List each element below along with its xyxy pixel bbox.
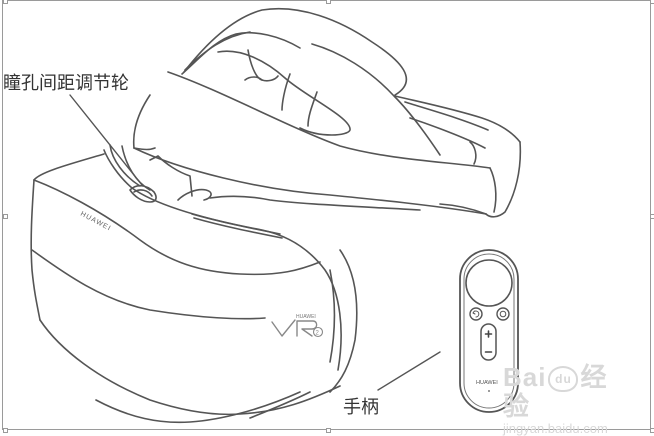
- vr-logo-brand: HUAWEI: [296, 314, 316, 320]
- controller-label: 手柄: [343, 397, 379, 418]
- ipd-wheel: [129, 184, 157, 203]
- nose-bridge: [149, 155, 212, 201]
- controller: HUAWEI: [459, 249, 519, 413]
- watermark-bai: Bai: [503, 362, 547, 392]
- plus-icon: [484, 330, 493, 338]
- resize-handle-middle-right[interactable]: [650, 214, 654, 219]
- vr-logo-version: 2: [316, 331, 320, 337]
- goggle-body: [30, 144, 358, 424]
- resize-handle-middle-left[interactable]: [3, 214, 8, 219]
- watermark-url: jingyan.baidu.com: [503, 421, 608, 436]
- circle-icon: [499, 310, 507, 318]
- ipd-callout-line: [69, 94, 143, 186]
- touchpad: [465, 259, 513, 307]
- indicator-led: [488, 390, 490, 392]
- back-button: [469, 307, 483, 321]
- watermark-jingyan: 经验: [503, 362, 608, 422]
- paw-icon: du: [548, 366, 579, 393]
- resize-handle-top-left[interactable]: [3, 0, 8, 4]
- home-button: [496, 307, 510, 321]
- huawei-logo-controller: HUAWEI: [476, 380, 498, 386]
- resize-handle-top-middle[interactable]: [326, 0, 331, 4]
- resize-handle-top-right[interactable]: [650, 0, 654, 4]
- head-strap: [167, 8, 522, 218]
- vent-slot: [191, 213, 283, 239]
- ipd-wheel-label: 瞳孔间距调节轮: [3, 73, 129, 94]
- volume-rocker: [480, 323, 497, 361]
- back-arrow-icon: [472, 310, 480, 318]
- huawei-logo-headset: HUAWEI: [79, 211, 112, 233]
- band-body: [132, 94, 487, 215]
- vr2-logo: HUAWEI 2: [271, 314, 324, 338]
- controller-callout-line: [377, 351, 441, 391]
